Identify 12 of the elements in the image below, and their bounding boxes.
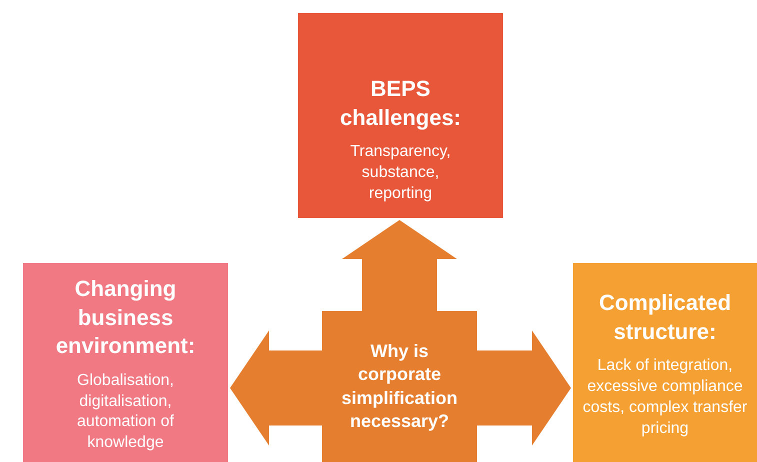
box-text: Transparency, substance, reporting (349, 142, 452, 204)
block-arrow (342, 220, 457, 311)
topic-box (573, 263, 757, 462)
box-heading: Complicated structure: (598, 289, 732, 346)
box-heading: BEPS challenges: (338, 75, 462, 132)
question-text: Why is corporate simplification necessary? (340, 340, 458, 433)
topic-box (23, 263, 228, 462)
question-square (322, 311, 477, 462)
box-text: Lack of integration, excessive compliance costs, complex transfer pricing (582, 356, 748, 439)
box-heading: Changing business environment: (54, 275, 196, 360)
topic-box (298, 13, 503, 218)
box-text: Globalisation, digitalisation, automation of knowledge (76, 370, 175, 454)
